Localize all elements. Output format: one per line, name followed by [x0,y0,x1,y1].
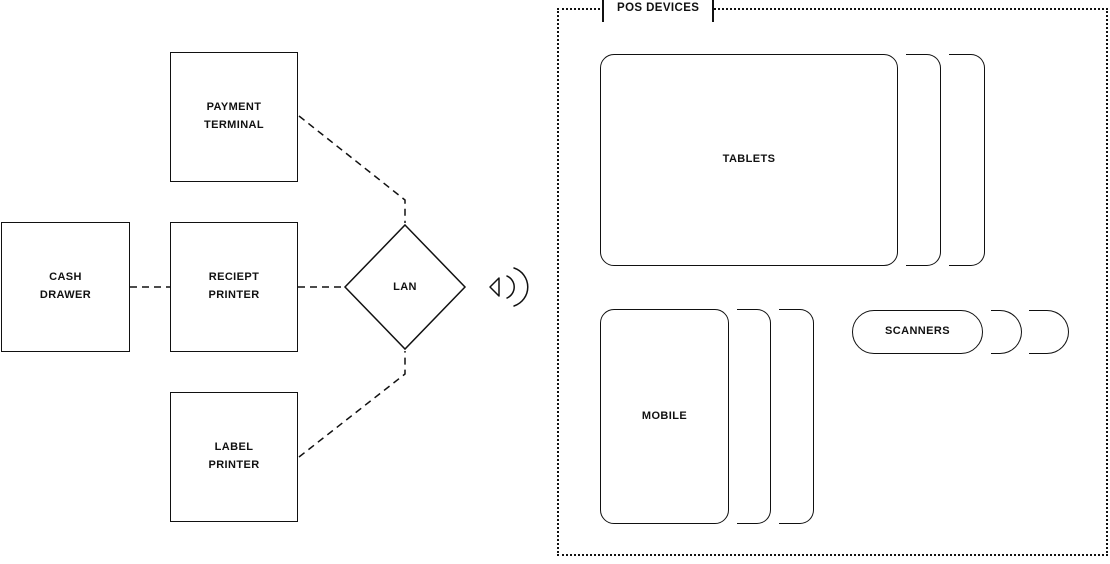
tablets-label: TABLETS [722,153,776,166]
tablets-stack-layer-2 [906,54,941,266]
mobile-label: MOBILE [641,409,688,422]
reciept-printer-label: RECIEPT PRINTER [208,271,260,301]
scanners-stack-layer-3 [1029,310,1069,354]
label-printer-label: LABEL PRINTER [208,441,260,471]
wifi-signal-arc-inner [506,275,515,299]
mobile-stack-layer-2 [737,309,771,524]
lan-hub-label: LAN [393,281,417,293]
wifi-signal-icon [489,277,500,297]
lan-hub-diamond [343,223,467,351]
scanners-label: SCANNERS [885,325,950,338]
tablets-card: TABLETS [600,54,898,266]
payment-terminal-label: PAYMENT TERMINAL [203,101,265,131]
label-printer-node: LABEL PRINTER [170,392,298,522]
connector-payment-terminal-to-lan [298,115,406,223]
reciept-printer-node: RECIEPT PRINTER [170,222,298,352]
pos-devices-title: POS DEVICES [602,0,715,22]
connector-label-printer-to-lan [298,351,406,458]
payment-terminal-node: PAYMENT TERMINAL [170,52,298,182]
scanners-pill: SCANNERS [852,310,983,354]
scanners-stack-layer-2 [991,310,1022,354]
cash-drawer-label: CASH DRAWER [39,271,92,301]
mobile-card: MOBILE [600,309,729,524]
cash-drawer-node: CASH DRAWER [1,222,130,352]
pos-devices-panel: POS DEVICES TABLETS MOBILE SCANNERS [557,0,1108,556]
tablets-stack-layer-3 [949,54,985,266]
mobile-stack-layer-3 [779,309,814,524]
wifi-signal-arc-outer [513,267,529,307]
